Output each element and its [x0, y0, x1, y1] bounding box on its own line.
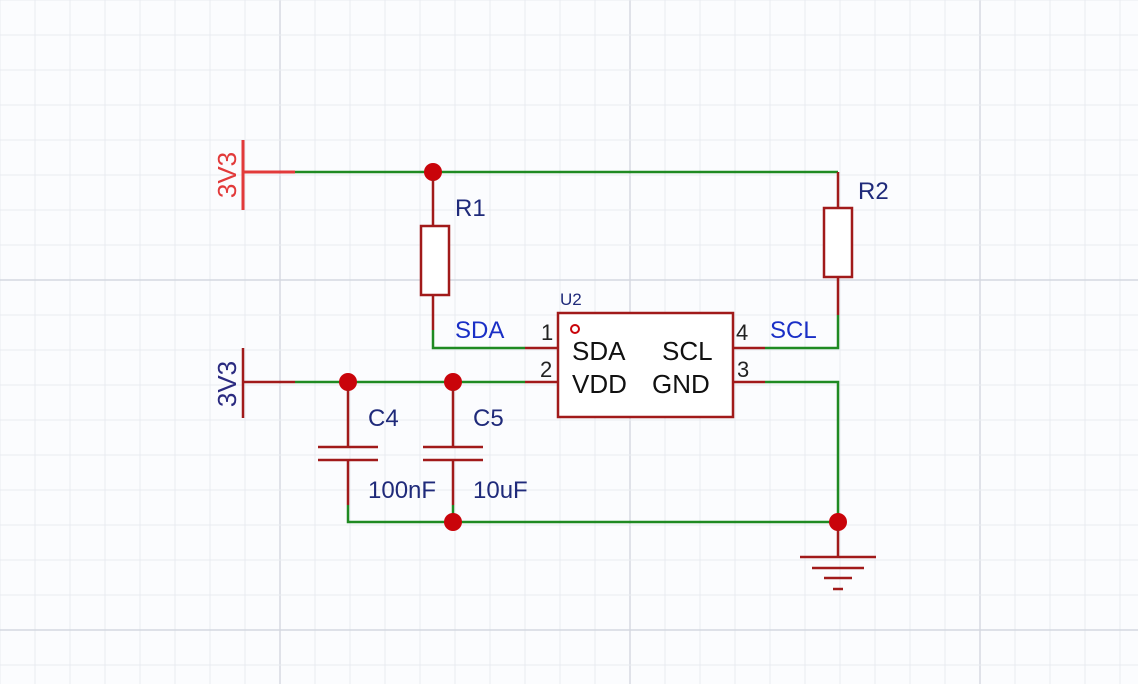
junction-dot	[444, 513, 462, 531]
power-port-bottom-3v3[interactable]: 3V3	[212, 348, 295, 418]
resistor-r1[interactable]: R1	[419, 180, 486, 330]
pin-2-name: VDD	[572, 369, 627, 399]
pin-4-number: 4	[736, 320, 748, 345]
capacitor-c4[interactable]: C4 100nF	[318, 390, 436, 505]
power-port-top-3v3[interactable]: 3V3	[212, 140, 295, 210]
c4-designator: C4	[368, 405, 399, 432]
c5-designator: C5	[473, 405, 504, 432]
pin-1-number: 1	[541, 320, 553, 345]
wire-scl[interactable]	[765, 315, 840, 350]
junction-dot	[444, 373, 462, 391]
capacitor-c5[interactable]: C5 10uF	[423, 390, 528, 505]
pin-1-name: SDA	[572, 336, 626, 366]
wire-gnd-u2[interactable]	[765, 380, 840, 522]
c5-value: 10uF	[473, 477, 528, 504]
r1-designator: R1	[455, 195, 486, 222]
net-label-scl: SCL	[770, 317, 817, 344]
c4-value: 100nF	[368, 477, 436, 504]
pin-3-number: 3	[737, 357, 749, 382]
wire-sda[interactable]	[431, 330, 525, 350]
power-label-top: 3V3	[212, 152, 242, 198]
net-label-sda: SDA	[455, 317, 504, 344]
power-label-bottom: 3V3	[212, 361, 242, 407]
pin1-marker-icon	[570, 324, 580, 334]
junction-dot	[339, 373, 357, 391]
resistor-r2[interactable]: R2	[822, 172, 889, 315]
junction-dot	[424, 163, 442, 181]
pin-4-name: SCL	[662, 336, 713, 366]
junction-dot	[829, 513, 847, 531]
ground-symbol-icon[interactable]	[800, 530, 876, 591]
ic-u2[interactable]: U2 1 2 3 4 SDA VDD GND SCL	[525, 290, 765, 419]
r2-designator: R2	[858, 178, 889, 205]
pin-3-name: GND	[652, 369, 710, 399]
pin-2-number: 2	[540, 357, 552, 382]
wire-gnd[interactable]	[346, 505, 838, 524]
u2-designator: U2	[560, 290, 582, 309]
